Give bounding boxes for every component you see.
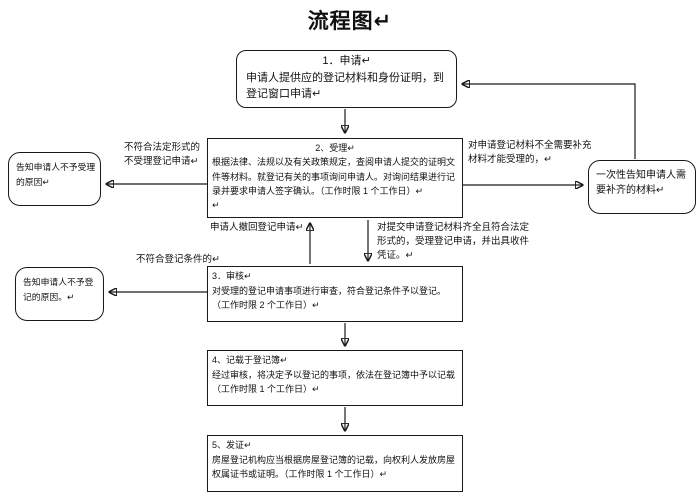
edge-label-not-meet-condition: 不符合登记条件的↵ [136, 254, 220, 265]
step-heading: 3．审核↵ [212, 271, 252, 281]
note-box-notify-no-accept: 告知申请人不予受理的原因↵ [8, 152, 101, 206]
note-text: 告知申请人不予受理的原因↵ [16, 162, 96, 187]
note-text: 告知申请人不予登记的原因。↵ [23, 277, 94, 302]
edge-label-not-legal-form: 不符合法定形式的不受理登记申请↵ [124, 142, 201, 167]
step-body: 申请人提供应的登记材料和身份证明，到登记窗口申请↵ [246, 71, 444, 101]
step-body: 对受理的登记申请事项进行审查，符合登记条件予以登记。（工作时限 2 个工作日）↵ [212, 285, 447, 311]
step-body: 房屋登记机构应当根据房屋登记簿的记载，向权利人发放房屋权属证书或证明。（工作时限… [212, 454, 456, 480]
note-box-notify-no-register: 告知申请人不予登记的原因。↵ [15, 267, 104, 321]
page-title: 流程图↵ [307, 10, 393, 33]
step-box-review: 3．审核↵ 对受理的登记申请事项进行审查，符合登记条件予以登记。（工作时限 2 个… [207, 266, 463, 322]
edge-label-accepted: 对提交申请登记材料齐全且符合法定形式的，受理登记申请，并出具收件凭证。↵ [377, 222, 530, 261]
step-box-issue: 5、发证↵ 房屋登记机构应当根据房屋登记簿的记载，向权利人发放房屋权属证书或证明。… [207, 435, 463, 492]
edge-label-materials-incomplete: 对申请登记材料不全需要补充材料才能受理的，↵ [468, 140, 592, 165]
step-heading: 4、记载于登记簿↵ [212, 355, 288, 365]
step-heading: 1．申请↵ [322, 55, 371, 67]
step-heading: 2、受理↵ [315, 143, 355, 153]
note-text: 一次性告知申请人需要补齐的材料↵ [596, 170, 686, 196]
paragraph-mark: ↵ [212, 200, 220, 211]
step-body: 经过审核，将决定予以登记的事项，依法在登记簿中予以记载（工作时限 1 个工作日）… [212, 369, 456, 395]
note-box-one-time-notify: 一次性告知申请人需要补齐的材料↵ [588, 160, 696, 214]
step-box-record: 4、记载于登记簿↵ 经过审核，将决定予以登记的事项，依法在登记簿中予以记载（工作时… [207, 350, 463, 406]
edge-label-withdraw: 申请人撤回登记申请↵ [210, 222, 304, 233]
step-box-accept: 2、受理↵ 根据法律、法规以及有关政策规定，查阅申请人提交的证明文件等材料。就登记… [207, 138, 463, 218]
step-body: 根据法律、法规以及有关政策规定，查阅申请人提交的证明文件等材料。就登记有关的事项… [212, 157, 456, 196]
step-box-apply: 1．申请↵ 申请人提供应的登记材料和身份证明，到登记窗口申请↵ [236, 50, 457, 108]
step-heading: 5、发证↵ [212, 440, 252, 450]
